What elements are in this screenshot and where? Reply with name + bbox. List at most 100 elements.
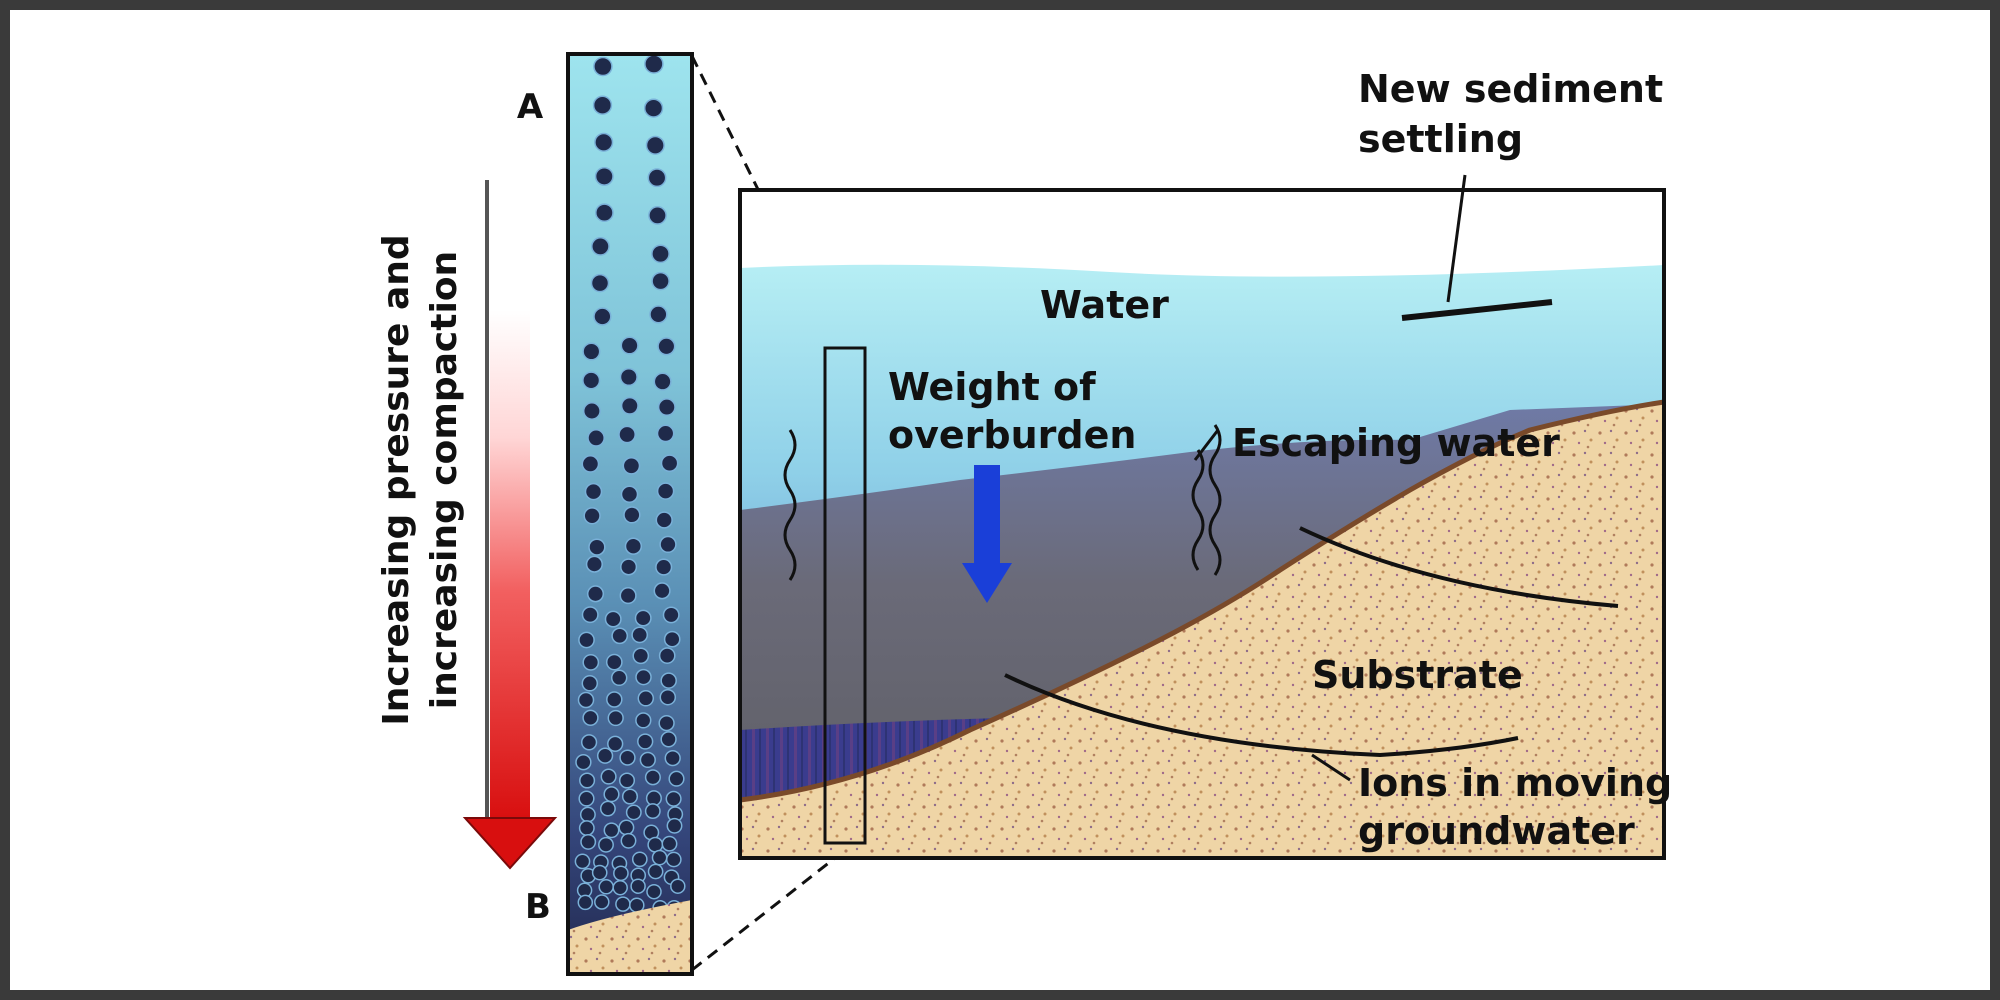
sediment-grain <box>659 688 677 706</box>
sediment-grain <box>656 482 675 500</box>
sediment-grain <box>615 896 631 912</box>
column-bottom-label: B <box>525 887 551 927</box>
sediment-grain <box>613 865 629 882</box>
sediment-grain <box>592 95 613 115</box>
sediment-grain <box>637 690 655 707</box>
sediment-grain <box>663 630 681 648</box>
sediment-grains <box>574 54 686 916</box>
sediment-grain <box>651 271 670 291</box>
sediment-grain <box>644 769 661 786</box>
sediment-grain <box>630 878 646 894</box>
substrate-label: Substrate <box>1312 653 1523 697</box>
escaping-water-label: Escaping water <box>1232 421 1560 465</box>
sediment-grain <box>591 237 610 256</box>
sediment-grain <box>583 507 601 525</box>
sediment-grain <box>670 878 686 894</box>
sediment-grain <box>662 606 680 624</box>
sediment-grain <box>581 455 600 473</box>
sediment-grain <box>660 672 677 689</box>
column-top-label: A <box>517 87 544 127</box>
substrate-surface <box>739 399 1665 803</box>
sediment-grain <box>634 609 652 627</box>
sediment-grain <box>655 511 673 529</box>
sediment-grain <box>631 626 649 644</box>
sediment-grain <box>649 305 668 324</box>
overburden-label-line2: overburden <box>888 413 1136 457</box>
sediment-column-border <box>566 52 694 976</box>
sediment-grain <box>657 398 676 417</box>
sediment-grain <box>595 203 614 223</box>
sediment-grain <box>653 372 672 391</box>
sediment-grain <box>666 817 683 834</box>
sediment-grain <box>637 733 654 750</box>
sediment-grain <box>607 735 624 752</box>
sediment-grain <box>581 675 599 692</box>
sediment-grain <box>578 631 595 649</box>
new-sediment-label-line1: New sediment <box>1358 67 1663 111</box>
sediment-grain <box>639 751 656 769</box>
leader-new-sediment <box>1446 174 1467 303</box>
sediment-grain <box>582 371 601 390</box>
sediment-grain <box>594 166 614 186</box>
sediment-grain <box>598 879 614 895</box>
compaction-arrow-head <box>462 817 558 870</box>
sediment-grain <box>621 788 639 805</box>
sediment-grain <box>578 820 595 837</box>
overburden-arrow-shaft <box>974 465 1000 565</box>
sedimentation-diagram: Increasing pressure and increasing compa… <box>376 52 1672 976</box>
sediment-grain <box>644 54 664 74</box>
sediment-grain <box>594 894 610 910</box>
sediment-grain <box>661 835 678 852</box>
sediment-grain <box>603 822 620 839</box>
sediment-grain <box>657 337 676 356</box>
sediment-grain <box>660 731 677 748</box>
sediment-grain <box>653 582 671 600</box>
sediment-grain <box>610 669 628 687</box>
sediment-grain <box>611 627 629 645</box>
substrate-layer <box>740 402 1664 858</box>
sediment-grain <box>593 307 612 326</box>
sediment-grain <box>647 168 667 188</box>
sediment-grain <box>600 768 617 785</box>
sediment-grain <box>591 864 608 881</box>
compaction-arrow-shaft <box>490 310 530 820</box>
ions-label-line1: Ions in moving <box>1358 761 1672 805</box>
compaction-arrow <box>462 180 558 870</box>
axis-label-line1: Increasing pressure and <box>376 234 417 725</box>
core-sample-outline <box>823 346 867 845</box>
sediment-grain <box>620 832 637 849</box>
sediment-grain <box>647 836 664 853</box>
sediment-grain <box>658 714 675 732</box>
escaping-water-squiggle-left <box>783 429 797 581</box>
sediment-grain <box>619 749 636 766</box>
escaping-water-squiggle-mid <box>1191 449 1205 571</box>
diagram-canvas: Increasing pressure and increasing compa… <box>10 10 1990 990</box>
sediment-grain <box>604 610 622 628</box>
sediment-grain <box>585 555 603 573</box>
sediment-grain <box>606 691 623 708</box>
sediment-grain <box>623 506 641 524</box>
sediment-grain <box>587 429 605 447</box>
sediment-grain <box>584 482 603 501</box>
sediment-grain <box>655 558 673 576</box>
sediment-grain <box>579 806 596 823</box>
sediment-column <box>566 52 694 976</box>
sediment-grain <box>582 402 601 420</box>
sediment-grain <box>620 336 639 355</box>
sediment-grain <box>577 894 594 911</box>
sediment-grain <box>586 585 605 603</box>
sediment-grain <box>664 749 681 767</box>
sediment-grain <box>581 606 599 624</box>
sediment-grain <box>596 747 614 764</box>
sediment-grain <box>635 712 652 729</box>
sediment-grain <box>660 454 679 473</box>
sediment-grain <box>620 558 638 576</box>
overburden-arrow-head <box>962 563 1012 603</box>
groundwater-flow-line-upper <box>1299 526 1619 608</box>
sediment-grain <box>665 851 682 868</box>
sediment-grain <box>588 538 606 556</box>
compaction-axis-label: Increasing pressure and increasing compa… <box>376 234 465 725</box>
sediment-grain <box>605 653 623 671</box>
sediment-grain <box>619 587 637 605</box>
sediment-grain <box>593 56 613 77</box>
